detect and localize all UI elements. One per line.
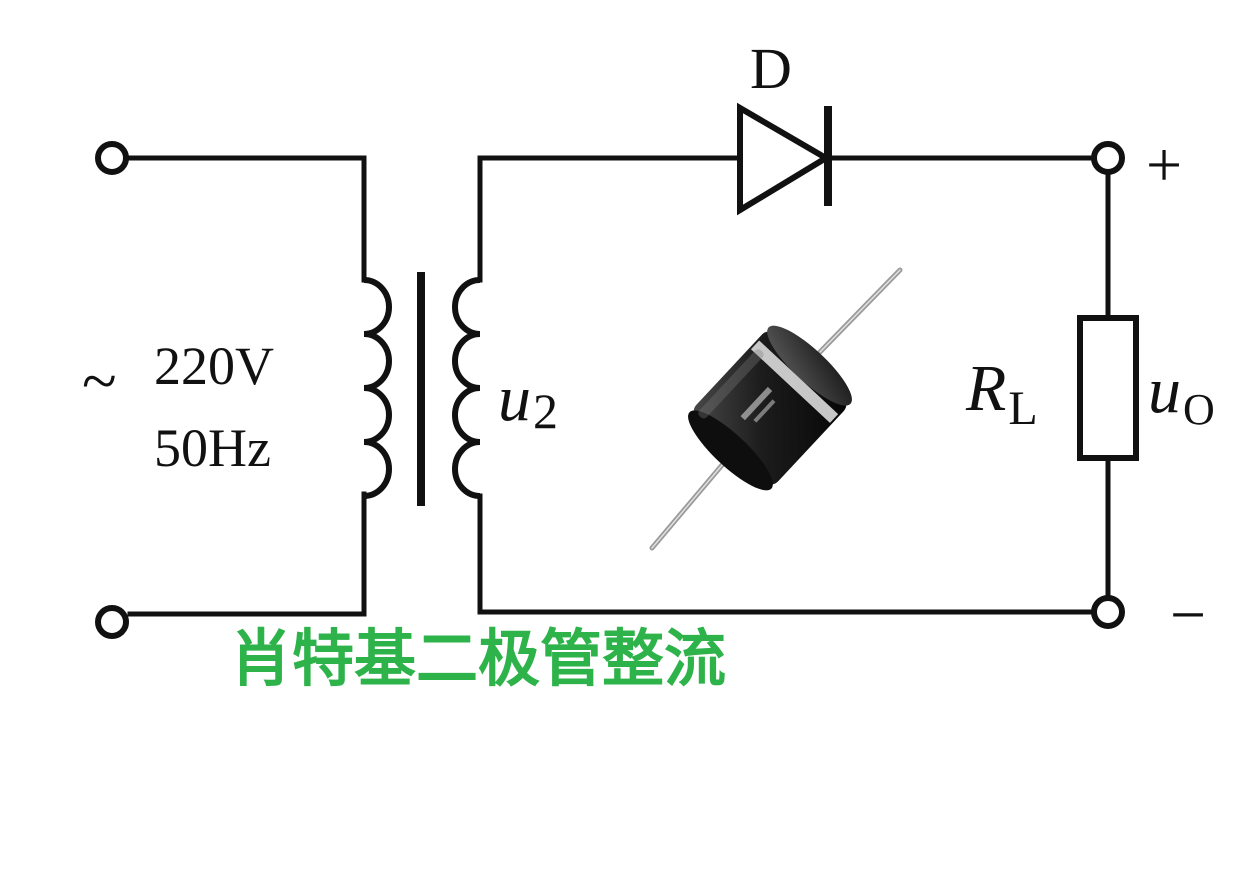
output-terminal-top	[1091, 141, 1125, 175]
output-negative-sign: −	[1170, 579, 1206, 650]
output-terminal-bottom	[1091, 595, 1125, 629]
output-voltage-label: uO	[1148, 354, 1215, 434]
diode-symbol	[737, 102, 832, 216]
diode-end-cap	[767, 325, 852, 406]
diode-gloss	[698, 349, 764, 419]
source-frequency-label: 50Hz	[154, 418, 271, 478]
primary-wires	[127, 155, 367, 617]
diode-end-cap-far	[688, 410, 773, 491]
secondary-coil	[452, 277, 481, 499]
source-voltage-label: 220V	[154, 336, 274, 396]
diode-lead-bottom-highlight	[651, 457, 729, 549]
input-terminal-bottom	[95, 605, 129, 639]
input-terminal-top	[95, 141, 129, 175]
load-resistor	[1077, 315, 1139, 461]
diode-marking	[740, 386, 773, 421]
diode-triangle	[737, 102, 832, 216]
secondary-voltage-label: u2	[498, 362, 558, 439]
diode-cathode-band	[750, 340, 839, 423]
diode-marking-2	[753, 399, 776, 423]
diagram-caption: 肖特基二极管整流	[230, 622, 726, 695]
output-positive-sign: +	[1146, 129, 1182, 200]
load-resistor-label: RL	[965, 352, 1038, 435]
axial-diode-photo-icon	[649, 267, 903, 551]
secondary-wires	[477, 155, 1111, 615]
primary-coil	[363, 277, 392, 499]
terminals	[95, 141, 1125, 639]
ac-source-symbol: ~	[82, 345, 117, 416]
diode-lead-top-highlight	[819, 269, 901, 353]
diode-label: D	[750, 36, 792, 101]
